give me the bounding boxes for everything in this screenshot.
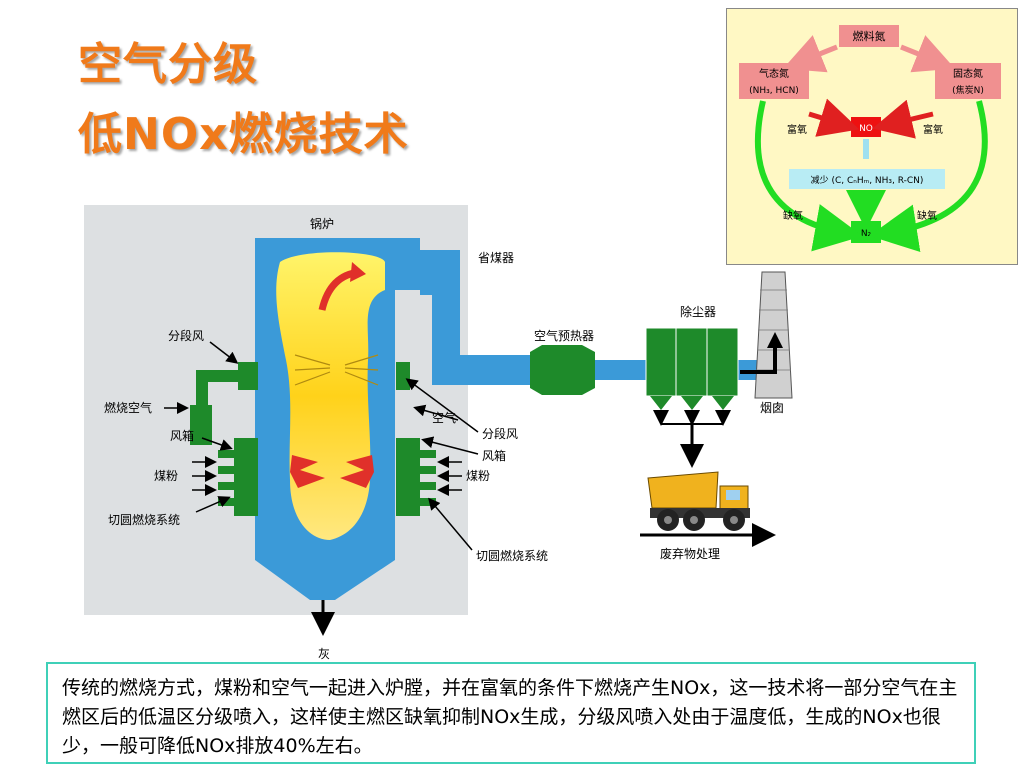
text-lean-o2-left: 缺氧: [783, 209, 803, 222]
text-gas-n-formula: (NH₃, HCN): [749, 86, 799, 96]
text-lean-o2-right: 缺氧: [917, 209, 937, 222]
label-coal-powder-left: 煤粉: [154, 469, 178, 483]
nitrogen-path-inset: 燃料氮 气态氮 (NH₃, HCN) 固态氮 (焦炭N) NO 富氧 富氧 减少…: [726, 8, 1018, 265]
text-gas-n: 气态氮: [759, 67, 789, 80]
title-line-2: 低NOx燃烧技术: [78, 109, 409, 160]
inset-diagram: 燃料氮 气态氮 (NH₃, HCN) 固态氮 (焦炭N) NO 富氧 富氧 减少…: [739, 25, 1001, 252]
flow-arrow-head: [350, 262, 366, 282]
text-fuel-nitrogen: 燃料氮: [853, 29, 886, 43]
text-n2: N₂: [861, 229, 872, 239]
label-ash: 灰: [318, 647, 330, 660]
label-waste-treatment: 废弃物处理: [660, 546, 720, 561]
label-coal-powder-right: 煤粉: [466, 469, 490, 483]
dust-collector: [645, 327, 739, 397]
label-air-right: 空气: [432, 410, 456, 425]
flue-duct-2: [595, 360, 650, 380]
label-staged-air-left: 分段风: [168, 328, 204, 343]
label-chimney: 烟囱: [760, 401, 784, 415]
label-tangential-left: 切圆燃烧系统: [108, 512, 180, 527]
label-wind-box-left: 风箱: [170, 428, 194, 443]
label-economizer: 省煤器: [478, 251, 514, 265]
text-rich-o2-left: 富氧: [787, 123, 807, 136]
label-air-preheater: 空气预热器: [534, 328, 594, 343]
dump-truck: [647, 471, 750, 531]
label-staged-air-right: 分段风: [482, 426, 518, 441]
air-jets: [294, 354, 379, 386]
label-combustion-air: 燃烧空气: [104, 400, 152, 415]
caption-box: 传统的燃烧方式，煤粉和空气一起进入炉膛，并在富氧的条件下燃烧产生NOx，这一技术…: [46, 662, 976, 764]
text-rich-o2-right: 富氧: [923, 123, 943, 136]
flue-duct: [420, 250, 530, 385]
wind-box-right: [396, 438, 420, 516]
combustion-air-duct: [196, 370, 240, 410]
text-solid-n: 固态氮: [953, 67, 983, 80]
box-reduce: [789, 169, 945, 189]
label-boiler: 锅炉: [310, 216, 334, 231]
staged-air-port-left: [238, 362, 258, 390]
box-fuel-nitrogen: [839, 25, 899, 47]
title-line-1: 空气分级: [78, 39, 258, 90]
label-dust-collector: 除尘器: [680, 304, 716, 319]
wind-box-left: [234, 438, 258, 516]
label-tangential-right: 切圆燃烧系统: [476, 548, 548, 563]
label-wind-box-right: 风箱: [482, 448, 506, 463]
staged-air-port-right: [396, 362, 410, 390]
air-preheater: [530, 345, 595, 395]
boiler-plant-diagram: 锅炉 省煤器 空气预热器 除尘器 烟囱 分段风 燃烧空气 风箱 煤粉 切圆燃烧系…: [84, 205, 793, 660]
text-reduce: 减少 (C, CₙHₘ, NH₃, R-CN): [811, 174, 924, 186]
air-duct-left: [190, 405, 212, 445]
flame-zone: [290, 455, 374, 488]
text-no: NO: [859, 124, 873, 134]
text-solid-n-formula: (焦炭N): [952, 84, 984, 96]
